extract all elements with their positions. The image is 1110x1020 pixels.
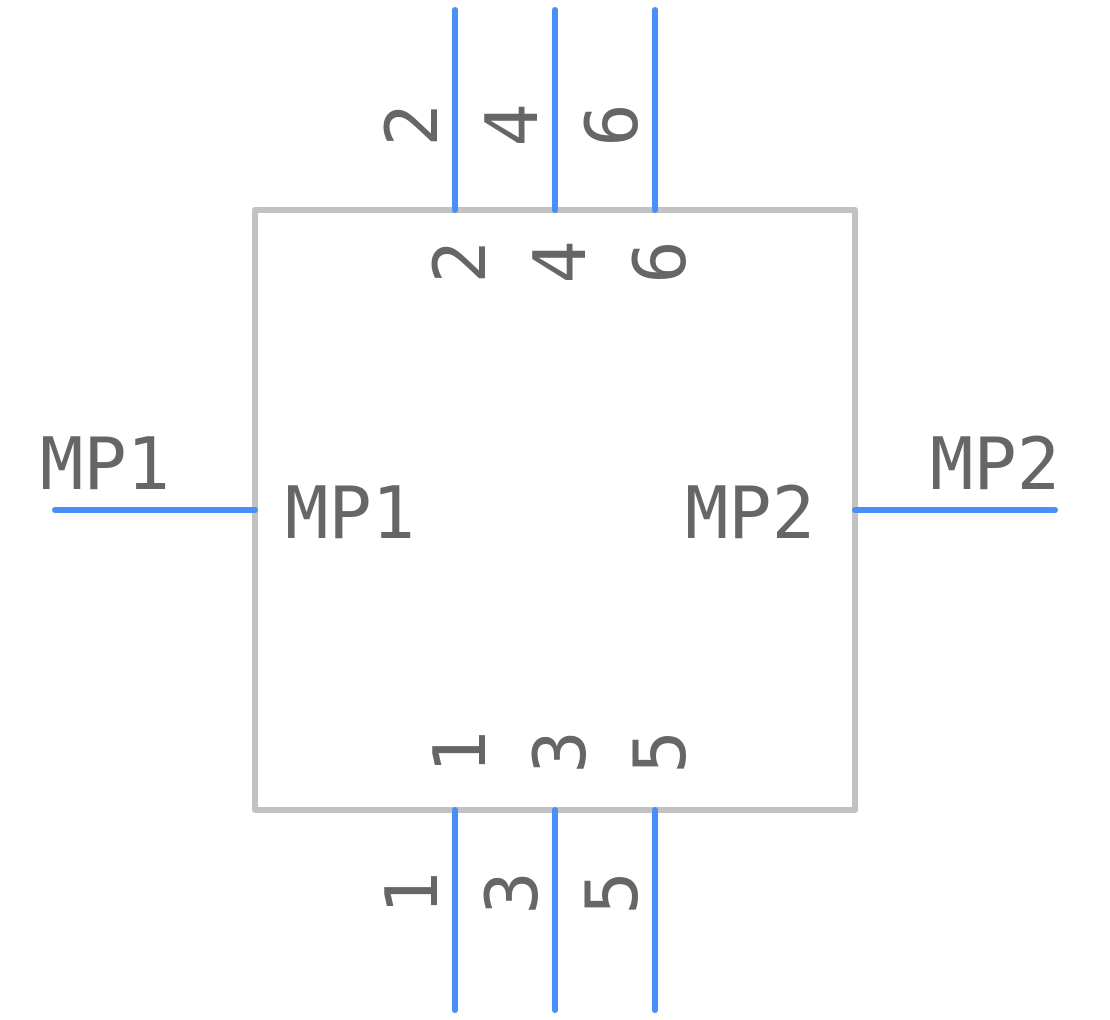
- pin-name-mp2: MP2: [685, 471, 815, 555]
- right-pin: MP2 MP2: [685, 422, 1060, 555]
- pin-name-4: 4: [518, 240, 602, 283]
- pin-name-6: 6: [618, 240, 702, 283]
- pin-number-6: 6: [570, 103, 654, 146]
- pin-name-3: 3: [518, 730, 602, 773]
- bottom-pins: 1 3 5 1 3 5: [370, 730, 702, 1013]
- pin-number-mp1: MP1: [40, 422, 170, 506]
- pin-name-5: 5: [618, 730, 702, 773]
- top-pins: 2 4 6 2 4 6: [370, 7, 702, 284]
- pin-number-2: 2: [370, 103, 454, 146]
- left-pin: MP1 MP1: [40, 422, 415, 555]
- pin-number-4: 4: [470, 103, 554, 146]
- pin-number-mp2: MP2: [930, 422, 1060, 506]
- pin-name-mp1: MP1: [285, 471, 415, 555]
- pin-name-1: 1: [418, 730, 502, 773]
- pin-number-5: 5: [570, 871, 654, 914]
- pin-number-3: 3: [470, 871, 554, 914]
- pin-number-1: 1: [370, 871, 454, 914]
- pin-name-2: 2: [418, 240, 502, 283]
- component-body: [252, 207, 858, 813]
